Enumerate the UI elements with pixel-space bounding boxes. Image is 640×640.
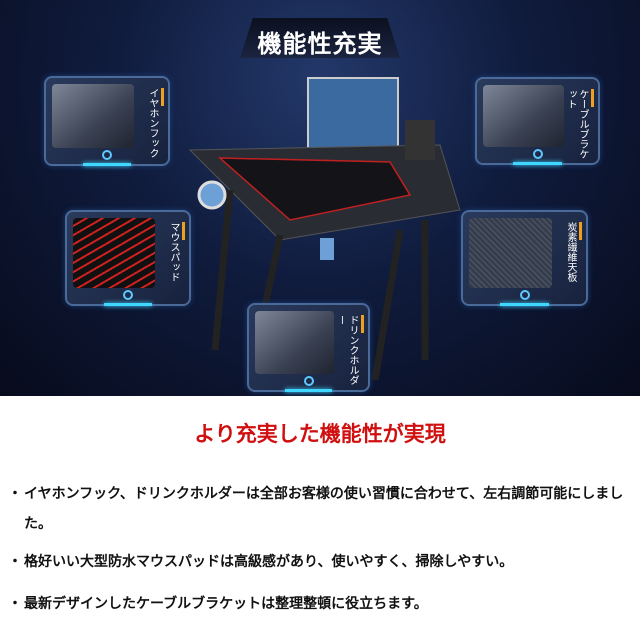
mouse-pad: [217, 157, 412, 221]
feature-bullet: ・最新デザインしたケーブルブラケットは整理整頓に役立ちます。: [6, 589, 634, 619]
product-hero-image: 機能性充実 イヤホンフック ケーブルブラケット マウスパッド 炭素繊維天板 ドリ…: [0, 0, 640, 396]
feature-bullet: ・イヤホンフック、ドリンクホルダーは全部お客様の使い習慣に合わせて、左右調節可能…: [6, 479, 634, 539]
target-icon: [519, 290, 530, 300]
panel-image: [73, 218, 155, 288]
bullet-text: 格好いい大型防水マウスパッドは高級感があり、使いやすく、掃除しやすい。: [24, 554, 514, 570]
panel-drink-holder: ドリンクホルダー: [247, 303, 370, 392]
accent-bar: [361, 315, 364, 333]
panel-image: [469, 218, 552, 288]
title-plate: [240, 18, 400, 58]
controller-stand: [405, 120, 435, 160]
panel-earphone-hook: イヤホンフック: [44, 76, 170, 166]
accent-bar: [182, 222, 185, 240]
panel-label: マウスパッド: [168, 222, 179, 282]
target-icon: [532, 149, 543, 159]
target-icon: [303, 376, 314, 386]
bullet-marker: ・: [8, 596, 22, 612]
glow-bar: [499, 303, 550, 306]
panel-cable-bracket: ケーブルブラケット: [475, 77, 600, 165]
panel-mouse-pad: マウスパッド: [65, 210, 191, 306]
bullet-marker: ・: [8, 486, 22, 502]
panel-label: 炭素繊維天板: [565, 222, 576, 282]
desk-leg: [371, 229, 404, 381]
glow-bar: [284, 389, 333, 392]
glow-bar: [103, 303, 153, 306]
panel-image: [52, 84, 134, 148]
panel-image: [255, 311, 334, 374]
feature-bullet: ・格好いい大型防水マウスパッドは高級感があり、使いやすく、掃除しやすい。: [6, 547, 634, 577]
panel-label: イヤホンフック: [147, 88, 158, 158]
cup: [320, 238, 334, 260]
panel-label: ケーブルブラケット: [565, 89, 588, 159]
monitor: [307, 77, 399, 159]
headphones: [197, 180, 227, 210]
glow-bar: [513, 162, 562, 165]
accent-bar: [591, 89, 594, 107]
bullet-marker: ・: [8, 554, 22, 570]
accent-bar: [161, 88, 164, 106]
bullet-text: 最新デザインしたケーブルブラケットは整理整頓に役立ちます。: [24, 596, 428, 612]
panel-image: [483, 85, 564, 147]
panel-carbon-top: 炭素繊維天板: [461, 210, 588, 306]
desk-leg: [211, 189, 234, 351]
hero-title: 機能性充実: [257, 30, 383, 58]
target-icon: [123, 290, 133, 300]
bullet-text: イヤホンフック、ドリンクホルダーは全部お客様の使い習慣に合わせて、左右調節可能に…: [24, 486, 624, 532]
panel-label: ドリンクホルダー: [335, 315, 358, 385]
section-subtitle: より充実した機能性が実現: [194, 422, 446, 446]
glow-bar: [82, 163, 132, 166]
accent-bar: [579, 222, 582, 240]
target-icon: [102, 150, 112, 160]
